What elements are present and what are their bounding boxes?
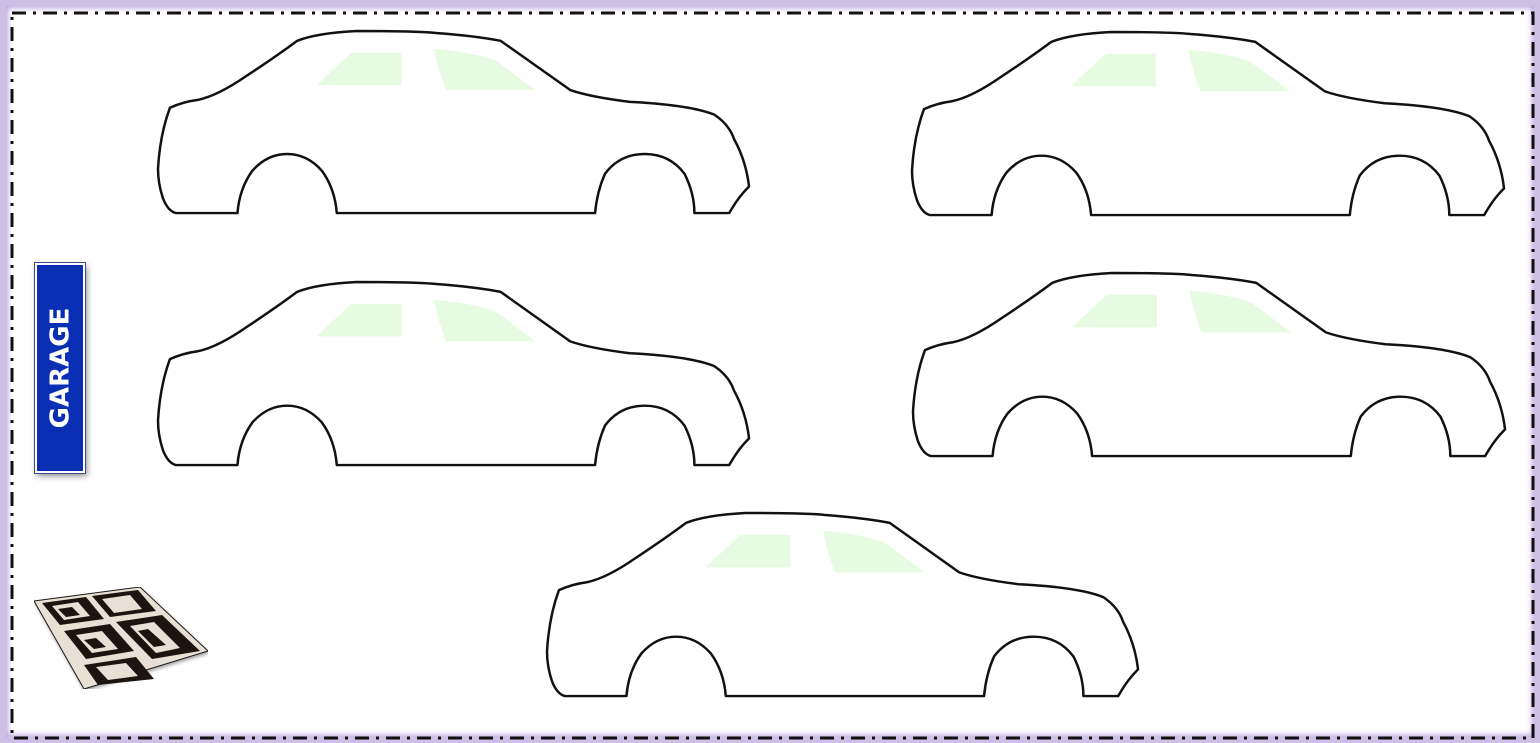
car-outline-icon [547, 513, 1143, 701]
parking-spot-3[interactable] [158, 282, 754, 470]
car-outline-icon [913, 273, 1510, 461]
garage-sign-label: GARAGE [45, 308, 75, 429]
car-outline-icon [158, 31, 754, 218]
parking-spot-4[interactable] [913, 273, 1510, 461]
car-outline-icon [912, 32, 1509, 220]
car-outline-icon [158, 282, 754, 470]
rug-icon[interactable] [34, 587, 208, 689]
garage-sign[interactable]: GARAGE [35, 263, 85, 473]
parking-spot-2[interactable] [912, 32, 1509, 220]
parking-spot-5[interactable] [547, 513, 1143, 701]
parking-spot-1[interactable] [158, 31, 754, 218]
